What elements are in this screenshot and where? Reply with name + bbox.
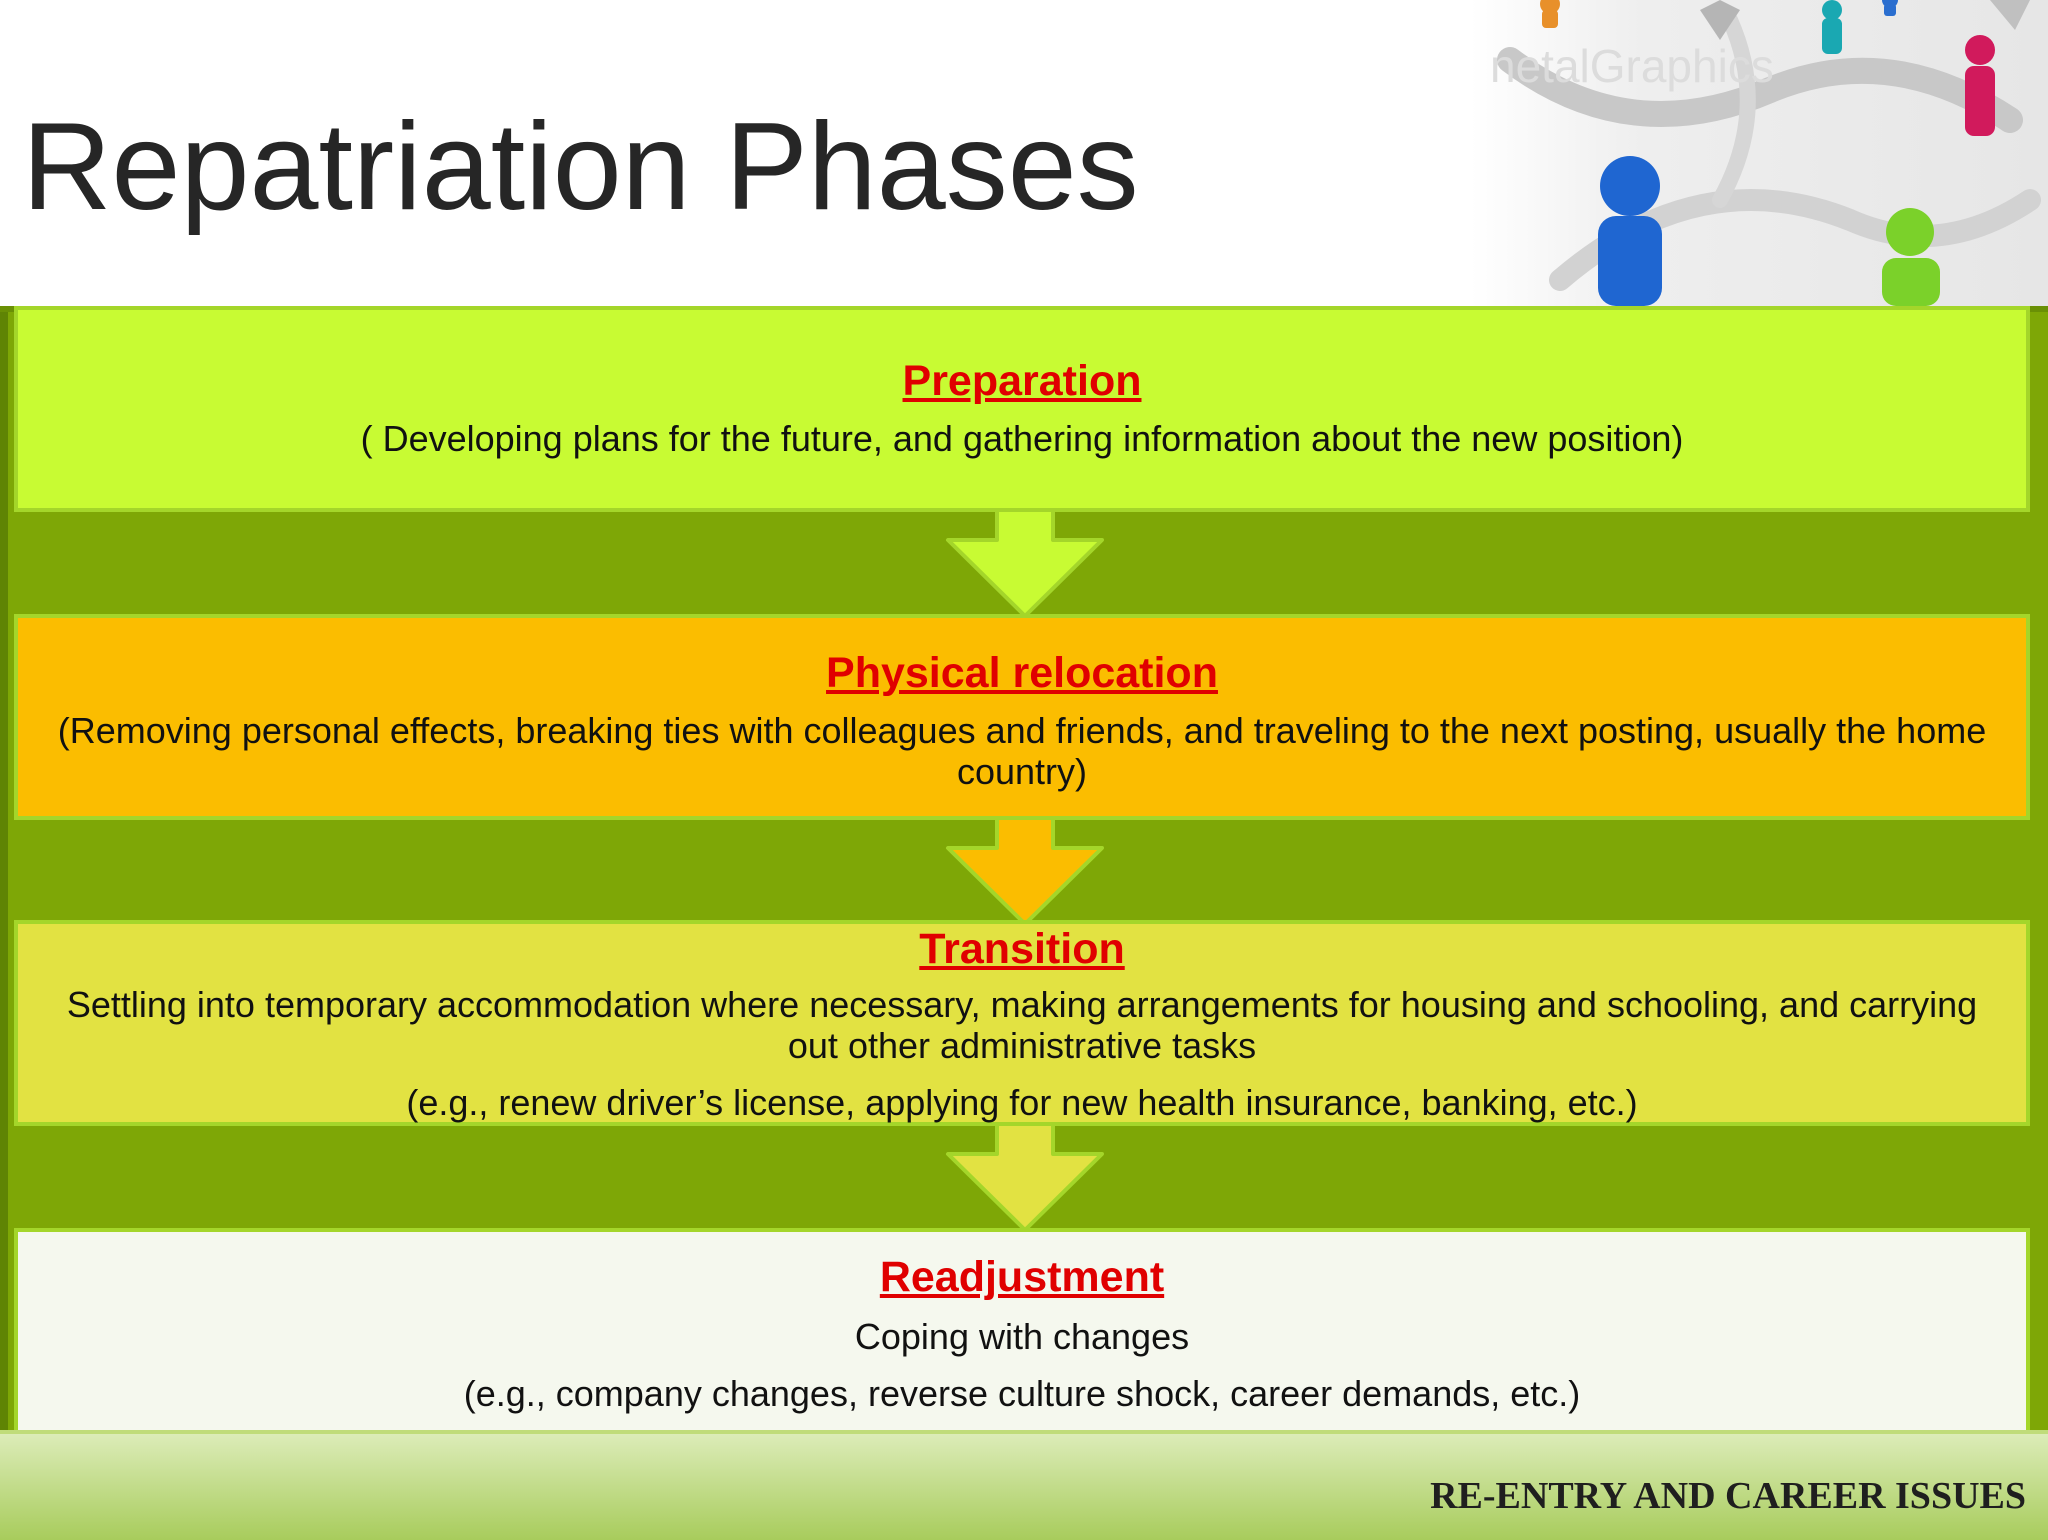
panel-shadow-left xyxy=(0,306,8,1436)
phase-description: ( Developing plans for the future, and g… xyxy=(360,418,1684,459)
arrow-down-icon xyxy=(946,814,1104,926)
svg-text:netalGraphics: netalGraphics xyxy=(1490,40,1774,92)
phase-transition: Transition Settling into temporary accom… xyxy=(14,920,2030,1126)
phase-physical-relocation: Physical relocation (Removing personal e… xyxy=(14,614,2030,820)
slide-title: Repatriation Phases xyxy=(22,98,1139,236)
phase-description: Coping with changes xyxy=(854,1316,1190,1357)
phase-title: Preparation xyxy=(902,357,1142,405)
phase-title: Readjustment xyxy=(879,1253,1165,1301)
arrow-down-icon xyxy=(946,506,1104,618)
phase-title: Transition xyxy=(919,925,1125,973)
phase-description: (Removing personal effects, breaking tie… xyxy=(57,710,1987,792)
phase-description: Settling into temporary accommodation wh… xyxy=(66,984,1978,1066)
arrow-down-icon xyxy=(946,1120,1104,1232)
phase-preparation: Preparation ( Developing plans for the f… xyxy=(14,306,2030,512)
phase-title: Physical relocation xyxy=(826,649,1218,697)
phase-example: (e.g., company changes, reverse culture … xyxy=(463,1373,1581,1414)
footer-band: RE-ENTRY AND CAREER ISSUES xyxy=(0,1430,2048,1540)
phase-example: (e.g., renew driver’s license, applying … xyxy=(406,1082,1638,1123)
footer-caption: RE-ENTRY AND CAREER ISSUES xyxy=(1430,1475,2026,1517)
people-network-illustration: netalGraphics xyxy=(1470,0,2048,306)
phase-readjustment: Readjustment Coping with changes (e.g., … xyxy=(14,1228,2030,1434)
